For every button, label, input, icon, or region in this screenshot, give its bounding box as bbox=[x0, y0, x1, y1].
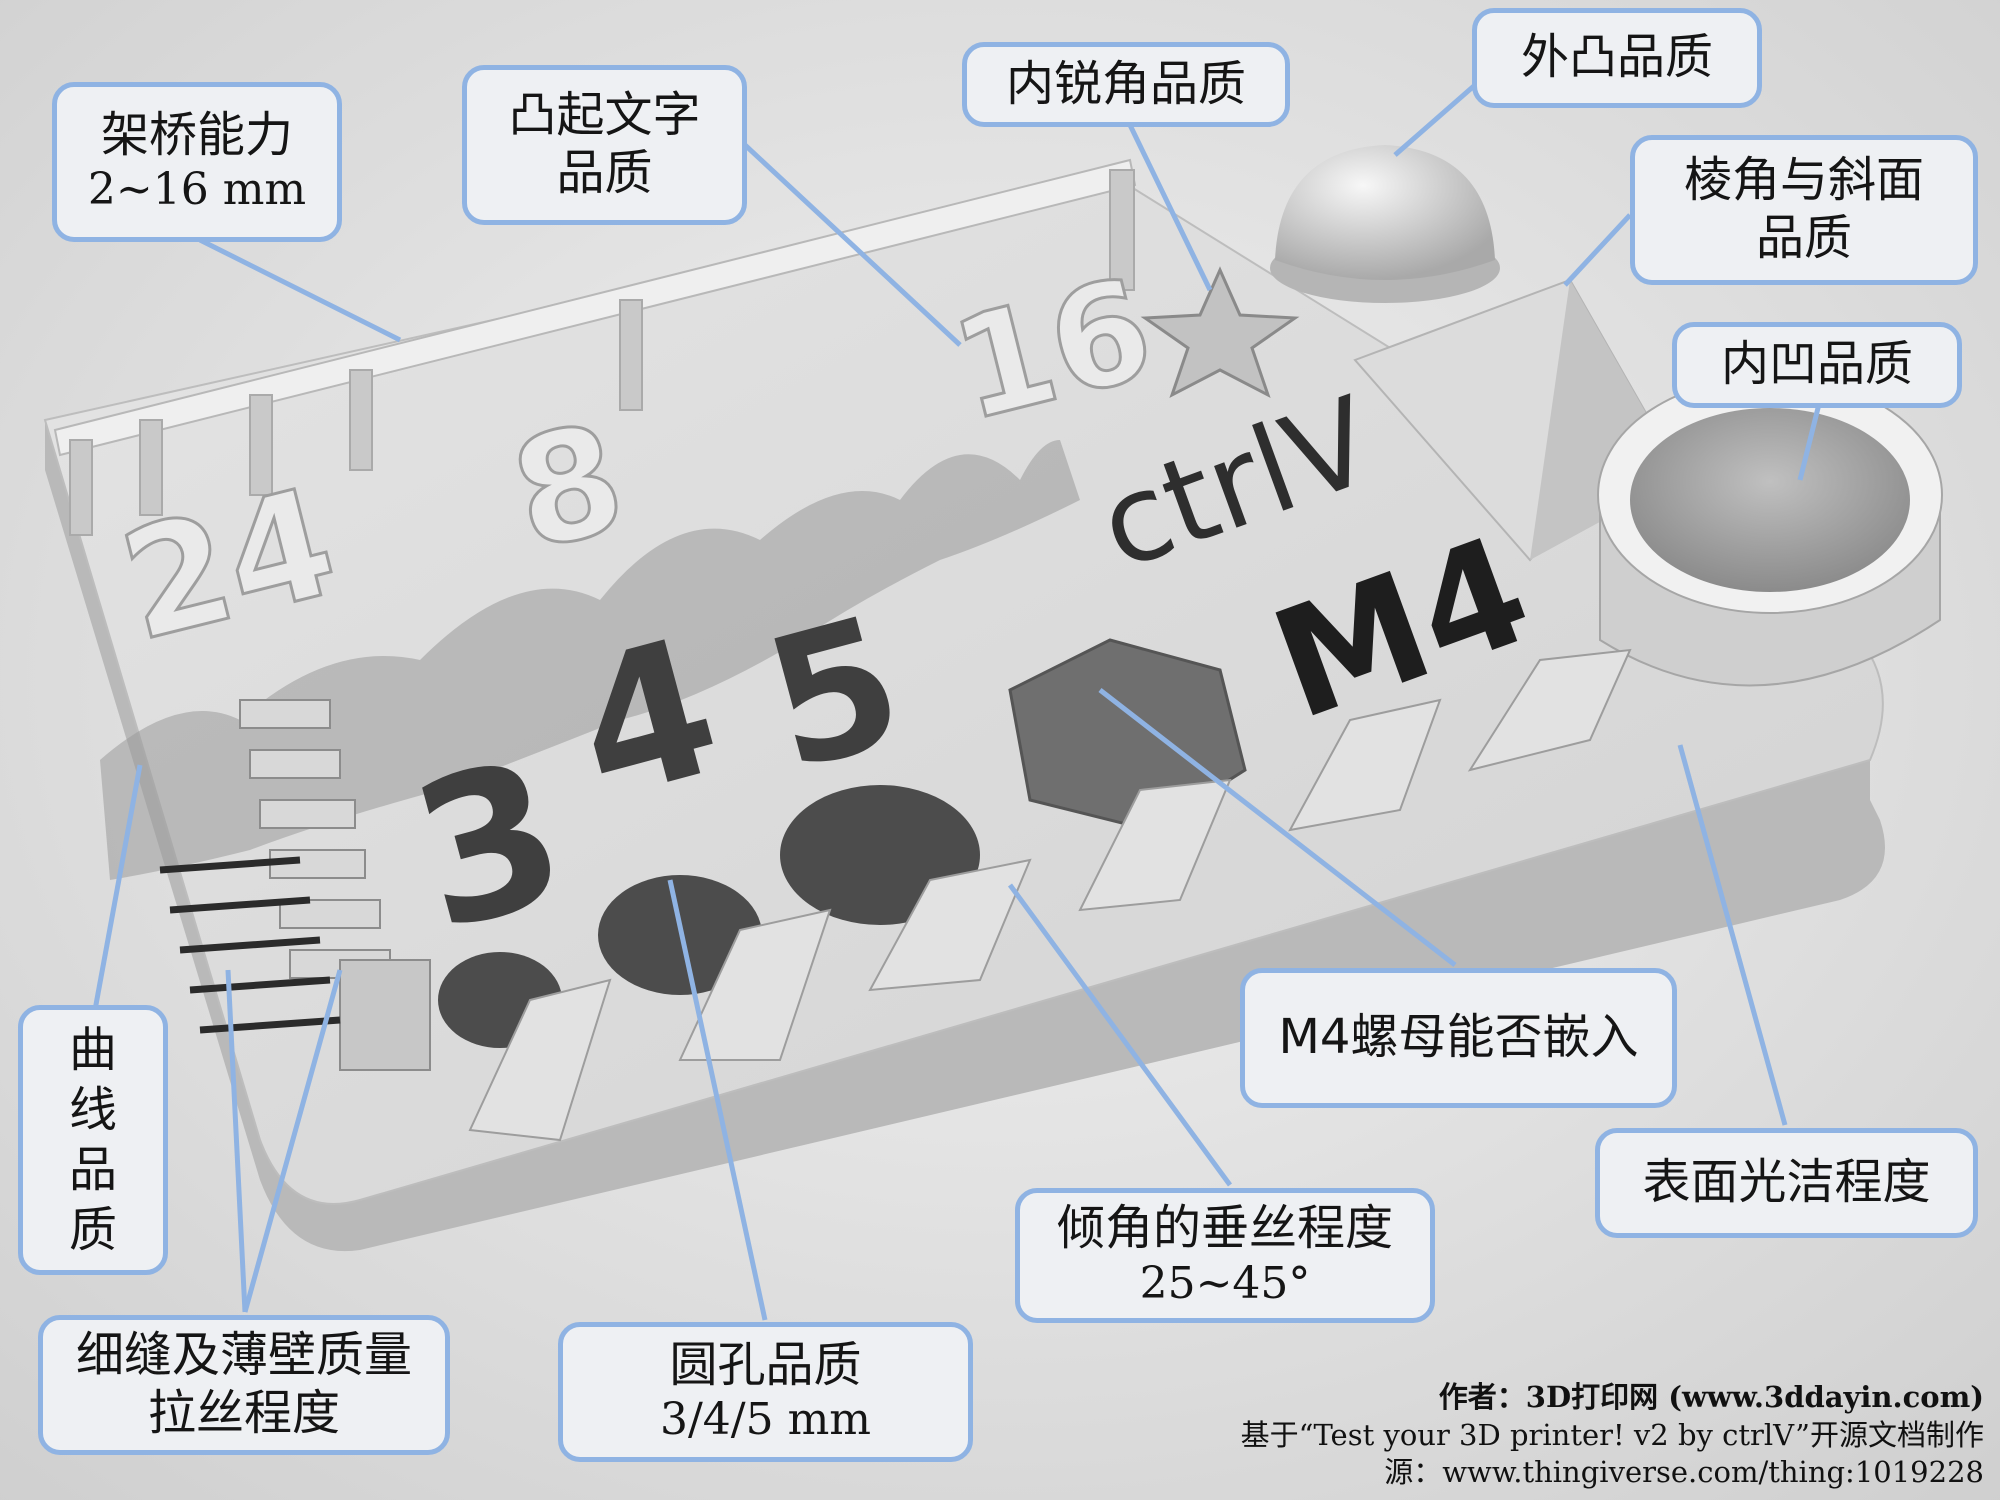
leader-lines bbox=[92, 83, 1823, 1321]
callout-nut-title: M4螺母能否嵌入 bbox=[1278, 1009, 1639, 1066]
callout-edges: 棱角与斜面 品质 bbox=[1630, 135, 1978, 285]
callout-curve: 曲线品质 bbox=[18, 1005, 168, 1275]
curve-groove bbox=[100, 440, 1080, 880]
callout-holes-title: 圆孔品质 bbox=[669, 1336, 862, 1393]
bridge-posts bbox=[69, 169, 1135, 536]
hex-nut-pocket bbox=[1008, 638, 1247, 832]
callout-convex-title: 外凸品质 bbox=[1520, 29, 1713, 86]
callout-overhang-title: 倾角的垂丝程度 bbox=[1056, 1200, 1393, 1257]
callout-overhang-range: 25~45° bbox=[1139, 1257, 1311, 1309]
callout-curve-title: 曲线品质 bbox=[68, 1022, 117, 1258]
leader-nut bbox=[1098, 688, 1457, 967]
callout-raised-text-sub: 品质 bbox=[556, 145, 653, 201]
callout-holes: 圆孔品质 3/4/5 mm bbox=[558, 1322, 973, 1462]
callout-raised-text: 凸起文字 品质 bbox=[462, 65, 747, 225]
callout-surface: 表面光洁程度 bbox=[1595, 1128, 1978, 1238]
callout-bridging-range: 2~16 mm bbox=[87, 164, 307, 216]
leader-concave bbox=[1797, 399, 1823, 481]
leader-overhang bbox=[1007, 883, 1233, 1187]
overhang-fins bbox=[468, 648, 1632, 1142]
callout-sharp-corner: 内锐角品质 bbox=[962, 42, 1290, 127]
credit-author: 作者：3D打印网 (www.3ddayin.com) bbox=[1438, 1379, 1984, 1414]
credit-source: 源：www.thingiverse.com/thing:1019228 bbox=[1384, 1455, 1984, 1490]
callout-bridging-title: 架桥能力 bbox=[100, 106, 293, 163]
leader-raised-text bbox=[743, 143, 962, 347]
leader-sharp-corner bbox=[1127, 123, 1213, 292]
leader-thin-wall-1 bbox=[225, 969, 248, 1313]
leader-holes bbox=[667, 879, 768, 1321]
model-text-8: 8 bbox=[497, 391, 640, 585]
leader-curve bbox=[92, 764, 143, 1011]
credits: 作者：3D打印网 (www.3ddayin.com) 基于“Test your … bbox=[1241, 1379, 1984, 1492]
callout-edges-title: 棱角与斜面 bbox=[1683, 152, 1924, 209]
leader-convex bbox=[1393, 83, 1477, 157]
callout-thin-wall: 细缝及薄壁质量 拉丝程度 bbox=[38, 1315, 450, 1455]
test-plate-model: 24 8 16 ctrlV M4 3 4 5 bbox=[43, 145, 1943, 1252]
dome bbox=[1275, 145, 1495, 280]
callout-bridging: 架桥能力 2~16 mm bbox=[52, 82, 342, 242]
callout-raised-text-title: 凸起文字 bbox=[508, 87, 701, 144]
thin-walls bbox=[239, 699, 431, 1071]
leader-surface bbox=[1677, 744, 1788, 1126]
star-cutout bbox=[1140, 266, 1300, 399]
callout-sharp-corner-title: 内锐角品质 bbox=[1005, 55, 1246, 112]
bowl-inner bbox=[1630, 408, 1910, 592]
leader-edges bbox=[1563, 213, 1632, 287]
callout-convex: 外凸品质 bbox=[1472, 8, 1762, 108]
callout-concave-title: 内凹品质 bbox=[1720, 336, 1913, 393]
leader-thin-wall-2 bbox=[242, 969, 343, 1313]
callout-thin-wall-title: 细缝及薄壁质量 bbox=[75, 1327, 412, 1384]
callout-edges-sub: 品质 bbox=[1755, 210, 1852, 266]
callout-thin-wall-sub: 拉丝程度 bbox=[147, 1385, 340, 1441]
leader-bridging bbox=[198, 237, 402, 343]
credit-based-on: 基于“Test your 3D printer! v2 by ctrlV”开源文… bbox=[1240, 1417, 1984, 1452]
callout-concave: 内凹品质 bbox=[1672, 322, 1962, 408]
callout-nut: M4螺母能否嵌入 bbox=[1240, 968, 1677, 1108]
callout-overhang: 倾角的垂丝程度 25~45° bbox=[1015, 1188, 1435, 1323]
callout-surface-title: 表面光洁程度 bbox=[1642, 1154, 1931, 1211]
callout-holes-range: 3/4/5 mm bbox=[659, 1394, 872, 1446]
slit-lines bbox=[159, 856, 341, 1034]
